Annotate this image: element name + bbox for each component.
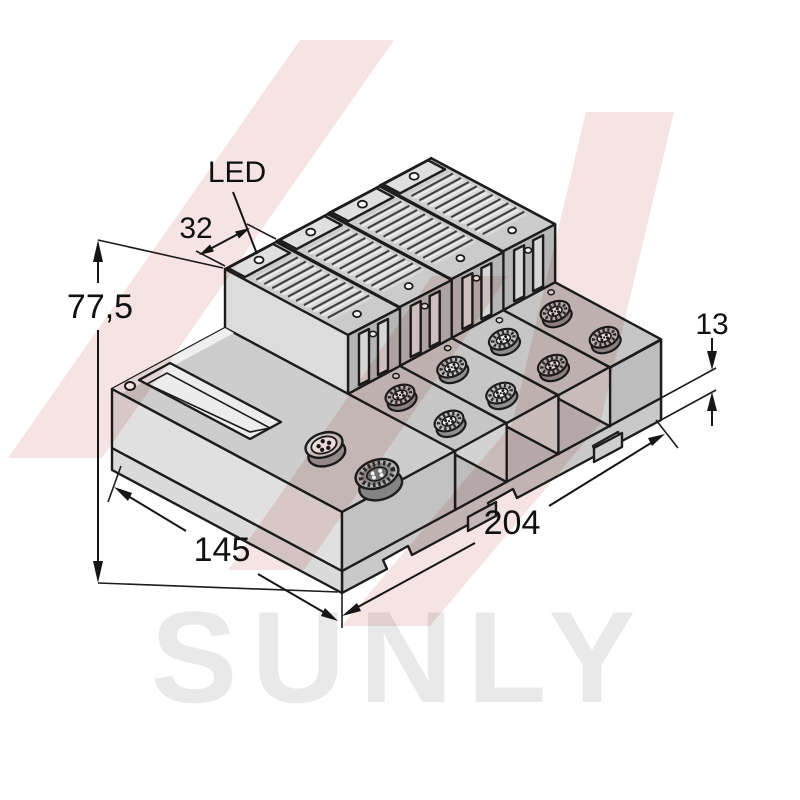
gateway-label-inner bbox=[145, 372, 273, 433]
watermark-bands bbox=[8, 40, 674, 626]
watermark-band bbox=[8, 40, 394, 458]
din-foot bbox=[592, 431, 624, 464]
watermark-band bbox=[512, 112, 674, 424]
watermark-band bbox=[228, 276, 508, 570]
dim-step-label: 13 bbox=[695, 308, 728, 341]
dimension-step-height: 13 bbox=[660, 308, 729, 426]
watermark-band bbox=[342, 424, 600, 626]
